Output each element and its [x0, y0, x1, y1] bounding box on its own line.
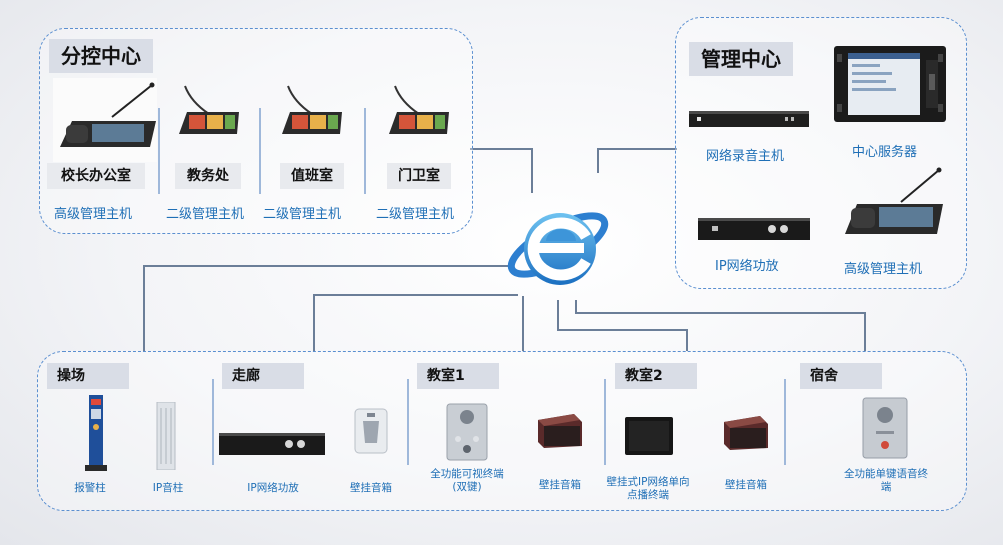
advanced-console-icon	[53, 78, 157, 162]
link-corridor-v	[313, 294, 315, 351]
branch-divider-2	[259, 108, 261, 194]
wall-ondemand-terminal-icon	[625, 417, 673, 455]
area-dormitory: 宿舍	[800, 363, 882, 389]
area-playground: 操场	[47, 363, 129, 389]
management-center-title: 管理中心	[689, 42, 793, 76]
link-branch-h	[470, 148, 532, 150]
branch-divider-3	[364, 108, 366, 194]
link-classroom1-v	[522, 296, 524, 351]
ip-amplifier-icon	[698, 218, 810, 240]
link-dorm-v2	[864, 312, 866, 351]
campus-divider-1	[212, 379, 214, 465]
device-label-voice-terminal-text: 全功能单键语音终 端	[844, 468, 928, 493]
host-label-advanced: 高级管理主机	[54, 207, 133, 222]
device-label-visual-terminal: 全功能可视终端 (双键)	[424, 468, 510, 494]
device-label-central-server: 中心服务器	[852, 145, 918, 160]
device-label-ip-column: IP音柱	[152, 482, 184, 494]
room-duty-office: 值班室	[280, 163, 344, 189]
device-label-ip-amplifier: IP网络功放	[715, 259, 779, 274]
link-corridor-h	[313, 294, 518, 296]
link-branch-v	[531, 148, 533, 193]
host-label-secondary-2: 二级管理主机	[263, 207, 342, 222]
host-label-secondary-3: 二级管理主机	[376, 207, 455, 222]
device-label-wall-speaker-2: 壁挂音箱	[539, 479, 581, 491]
device-label-advanced-host: 高级管理主机	[844, 262, 923, 277]
internet-explorer-logo	[507, 212, 609, 285]
device-label-ondemand-terminal-text: 壁挂式IP网络单向 点播终端	[606, 476, 690, 501]
wall-speaker-icon	[538, 414, 582, 448]
link-classroom2-v2	[686, 329, 688, 351]
link-classroom2-v	[557, 300, 559, 330]
advanced-console-icon	[845, 167, 943, 234]
host-label-secondary-1: 二级管理主机	[166, 207, 245, 222]
link-classroom2-h	[557, 329, 687, 331]
visual-intercom-terminal-icon	[446, 403, 488, 461]
area-classroom-2: 教室2	[615, 363, 697, 389]
ip-column-speaker-icon	[156, 402, 176, 470]
room-principal-office: 校长办公室	[47, 163, 145, 189]
ip-amplifier-icon	[219, 433, 325, 455]
link-playground-h	[143, 265, 510, 267]
alarm-pole-icon	[85, 395, 107, 471]
branch-center-title: 分控中心	[49, 39, 153, 73]
link-mgmt-h	[597, 148, 677, 150]
wall-speaker-icon	[354, 408, 388, 454]
device-label-corridor-amplifier: IP网络功放	[247, 482, 299, 494]
secondary-console-icon	[389, 85, 449, 134]
device-label-network-recorder: 网络录音主机	[706, 149, 785, 164]
device-label-alarm-pole: 报警柱	[74, 482, 106, 494]
campus-divider-3	[604, 379, 606, 465]
device-label-visual-terminal-text: 全功能可视终端 (双键)	[430, 468, 504, 493]
link-dorm-h	[575, 312, 865, 314]
network-recorder-icon	[689, 111, 809, 127]
area-classroom-1: 教室1	[417, 363, 499, 389]
device-label-ondemand-terminal: 壁挂式IP网络单向 点播终端	[596, 476, 700, 502]
branch-divider-1	[158, 108, 160, 194]
secondary-console-icon	[179, 85, 239, 134]
device-label-wall-speaker-3: 壁挂音箱	[725, 479, 767, 491]
campus-divider-4	[784, 379, 786, 465]
wall-speaker-icon	[724, 416, 768, 450]
device-label-wall-speaker-1: 壁挂音箱	[350, 482, 392, 494]
link-playground-v	[143, 265, 145, 351]
link-mgmt-v	[597, 148, 599, 173]
room-academic-affairs: 教务处	[175, 163, 241, 189]
voice-intercom-terminal-icon	[862, 397, 908, 459]
device-label-voice-terminal: 全功能单键语音终 端	[834, 468, 938, 494]
central-server-icon	[834, 46, 946, 122]
area-corridor: 走廊	[222, 363, 304, 389]
secondary-console-icon	[282, 85, 342, 134]
room-guard-room: 门卫室	[387, 163, 451, 189]
campus-divider-2	[407, 379, 409, 465]
link-dorm-v	[575, 300, 577, 313]
